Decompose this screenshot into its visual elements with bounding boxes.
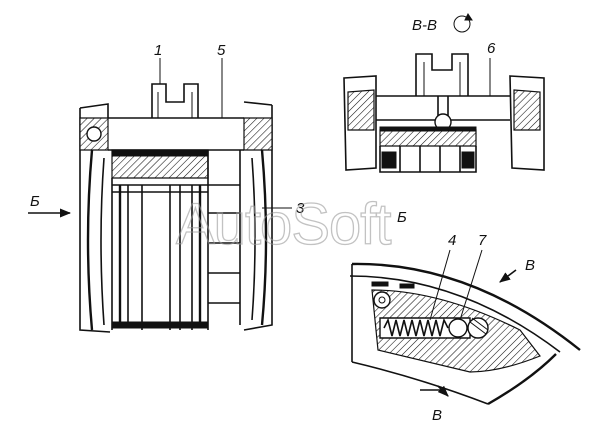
label-part-4: 4 <box>448 232 456 249</box>
spring <box>383 317 449 337</box>
label-part-3: 3 <box>296 200 305 217</box>
watermark: AutoSoft <box>176 192 391 257</box>
label-section-mark-top: В <box>525 257 535 274</box>
label-part-6: 6 <box>487 40 496 57</box>
detail-view <box>349 249 581 406</box>
left-ball <box>86 126 102 142</box>
right-hub-section <box>243 117 273 151</box>
detail-ball-7 <box>448 318 468 338</box>
label-part-5: 5 <box>217 42 226 59</box>
label-section-mark-bottom: В <box>432 407 442 424</box>
detail-outer-arc <box>351 262 581 351</box>
rotate-symbol <box>453 15 471 33</box>
section-view <box>343 13 545 173</box>
gear-fork <box>151 83 199 118</box>
label-part-7: 7 <box>478 232 487 249</box>
section-title: В-В <box>412 17 437 34</box>
main-left-contour <box>79 108 111 333</box>
label-view-b-right: Б <box>397 209 407 226</box>
section-fork <box>415 53 469 96</box>
label-view-b-left: Б <box>30 193 40 210</box>
main-view <box>28 58 292 333</box>
label-part-1: 1 <box>154 42 162 59</box>
detail-pin <box>373 291 391 309</box>
main-right-contour <box>243 105 273 331</box>
